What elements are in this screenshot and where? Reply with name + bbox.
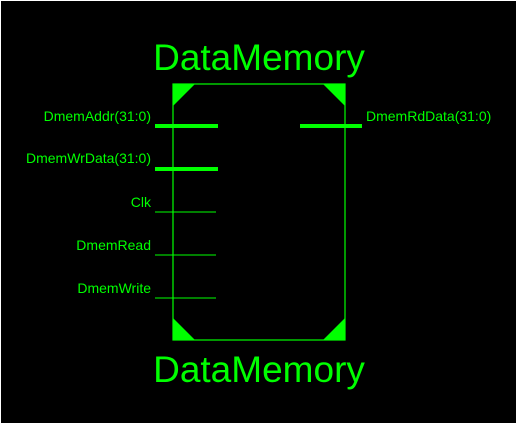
corner-marker-top-left: [173, 84, 195, 106]
corner-marker-bottom-left: [173, 318, 195, 340]
pin-label-dmem-read: DmemRead: [76, 237, 151, 253]
pin-label-dmem-rd-data: DmemRdData(31:0): [366, 108, 491, 124]
pin-label-dmem-write: DmemWrite: [77, 280, 151, 296]
pin-dmem-write[interactable]: DmemWrite: [77, 280, 216, 299]
pin-label-dmem-addr: DmemAddr(31:0): [44, 108, 151, 124]
pin-dmem-addr[interactable]: DmemAddr(31:0): [44, 108, 218, 128]
pin-dmem-read[interactable]: DmemRead: [76, 237, 216, 256]
pin-clk[interactable]: Clk: [131, 194, 216, 213]
corner-marker-top-right: [323, 84, 345, 106]
block-title-bottom: DataMemory: [153, 349, 365, 390]
pin-label-dmem-wr-data: DmemWrData(31:0): [26, 150, 151, 166]
pin-dmem-wr-data[interactable]: DmemWrData(31:0): [26, 150, 218, 171]
pin-dmem-rd-data[interactable]: DmemRdData(31:0): [300, 108, 491, 128]
block-title-top: DataMemory: [153, 37, 365, 78]
corner-marker-bottom-right: [323, 318, 345, 340]
datamemory-block[interactable]: DataMemory DataMemory: [153, 37, 365, 390]
pin-label-clk: Clk: [131, 194, 152, 210]
